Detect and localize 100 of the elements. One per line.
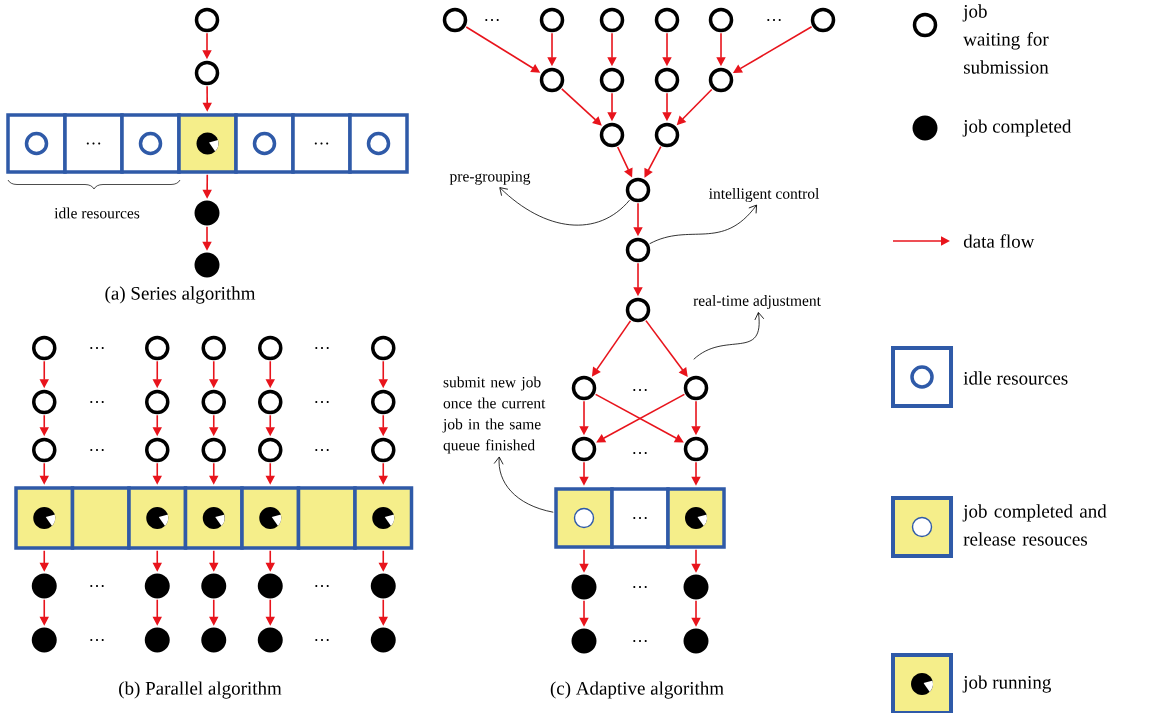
ring-icon xyxy=(24,131,49,156)
ellipsis: … xyxy=(90,449,104,451)
completed-job-dot xyxy=(571,574,597,600)
running-job-icon xyxy=(372,507,395,529)
leader-line xyxy=(693,312,765,360)
completed-job-dot xyxy=(194,252,220,278)
panel-caption: (b) Parallel algorithm xyxy=(119,681,282,699)
job-circle xyxy=(599,122,625,148)
job-circle xyxy=(683,375,709,401)
ellipsis: … xyxy=(315,449,329,451)
job-circle xyxy=(599,7,625,33)
arrow xyxy=(560,88,602,126)
job-circle xyxy=(145,437,170,463)
legend-label: job running xyxy=(962,675,1051,693)
job-circle xyxy=(625,297,651,323)
running-job-icon xyxy=(259,507,282,529)
ellipsis: … xyxy=(485,19,499,21)
job-circle xyxy=(258,437,283,463)
annotation: real-time adjustment xyxy=(693,294,821,310)
completed-job-dot xyxy=(201,573,227,599)
running-job-icon xyxy=(196,132,219,155)
legend-label: job completed xyxy=(962,119,1072,137)
job-circle xyxy=(201,437,226,463)
ellipsis: … xyxy=(767,19,781,21)
job-circle xyxy=(32,335,57,361)
job-circle xyxy=(145,335,170,361)
completed-job-dot xyxy=(683,628,709,654)
ellipsis: … xyxy=(90,401,104,403)
completed-job-dot xyxy=(194,200,220,226)
completed-job-dot xyxy=(31,627,57,653)
running-job-icon xyxy=(685,507,707,529)
brace-label: idle resources xyxy=(54,207,140,219)
job-circle xyxy=(539,67,565,93)
ring-icon xyxy=(573,507,595,529)
annotation: intelligent control xyxy=(709,187,820,203)
resource-cell xyxy=(666,487,726,549)
job-circle xyxy=(654,122,680,148)
resource-cell: … xyxy=(63,113,124,174)
job-circle xyxy=(442,7,468,33)
job-circle xyxy=(371,437,396,463)
panel-caption: (c) Adaptive algorithm xyxy=(550,681,724,699)
job-circle xyxy=(194,60,220,86)
legend-label: job completed and release resouces xyxy=(962,504,1107,546)
resource-cell xyxy=(353,486,414,550)
leader-line xyxy=(493,456,554,513)
ellipsis: … xyxy=(633,640,647,642)
ring-icon xyxy=(252,131,277,156)
legend-label: data flow xyxy=(963,234,1035,248)
panel-caption: (a) Series algorithm xyxy=(105,286,256,304)
legend-label: idle resources xyxy=(963,371,1068,385)
completed-job-dot xyxy=(683,574,709,600)
ring-icon xyxy=(138,131,163,156)
ellipsis: … xyxy=(633,586,647,588)
ellipsis: … xyxy=(90,347,104,349)
leader-line xyxy=(649,204,757,245)
job-circle xyxy=(539,7,565,33)
completed-job-dot xyxy=(257,573,283,599)
job-circle xyxy=(258,389,283,415)
completed-job-dot xyxy=(144,627,170,653)
running-job-icon xyxy=(33,507,56,529)
ellipsis: … xyxy=(90,585,104,587)
ellipsis: … xyxy=(315,639,329,641)
completed-job-dot xyxy=(370,627,396,653)
running-job-icon xyxy=(202,507,225,529)
completed-job-dot xyxy=(201,627,227,653)
job-circle xyxy=(201,389,226,415)
ellipsis: … xyxy=(633,389,647,391)
job-circle xyxy=(683,436,709,462)
job-circle xyxy=(32,389,57,415)
resource-cell: … xyxy=(291,113,352,174)
ellipsis: … xyxy=(633,452,647,454)
job-circle xyxy=(654,67,680,93)
job-circle xyxy=(194,7,220,33)
running-job-icon xyxy=(146,507,169,529)
completed-job-dot xyxy=(257,627,283,653)
job-circle xyxy=(371,389,396,415)
job-circle xyxy=(654,7,680,33)
completed-job-dot xyxy=(370,573,396,599)
arrow xyxy=(644,145,662,178)
job-circle xyxy=(571,375,597,401)
job-circle xyxy=(810,7,836,33)
job-circle xyxy=(599,67,625,93)
ellipsis: … xyxy=(90,639,104,641)
leader-line xyxy=(499,187,630,226)
ellipsis: … xyxy=(315,347,329,349)
ellipsis: … xyxy=(315,401,329,403)
completed-job-dot xyxy=(31,573,57,599)
job-circle xyxy=(708,7,734,33)
job-circle xyxy=(708,67,734,93)
resource-cell: … xyxy=(610,487,670,549)
job-circle xyxy=(371,335,396,361)
resource-cell xyxy=(348,113,409,174)
arrow xyxy=(645,319,688,377)
job-circle xyxy=(32,437,57,463)
ellipsis: … xyxy=(315,585,329,587)
job-circle xyxy=(145,389,170,415)
ring-icon xyxy=(366,131,391,156)
annotation: submit new job once the current job in the same queue finished xyxy=(442,376,546,454)
job-circle xyxy=(625,177,651,203)
legend-label: job waiting for submission xyxy=(962,4,1049,74)
